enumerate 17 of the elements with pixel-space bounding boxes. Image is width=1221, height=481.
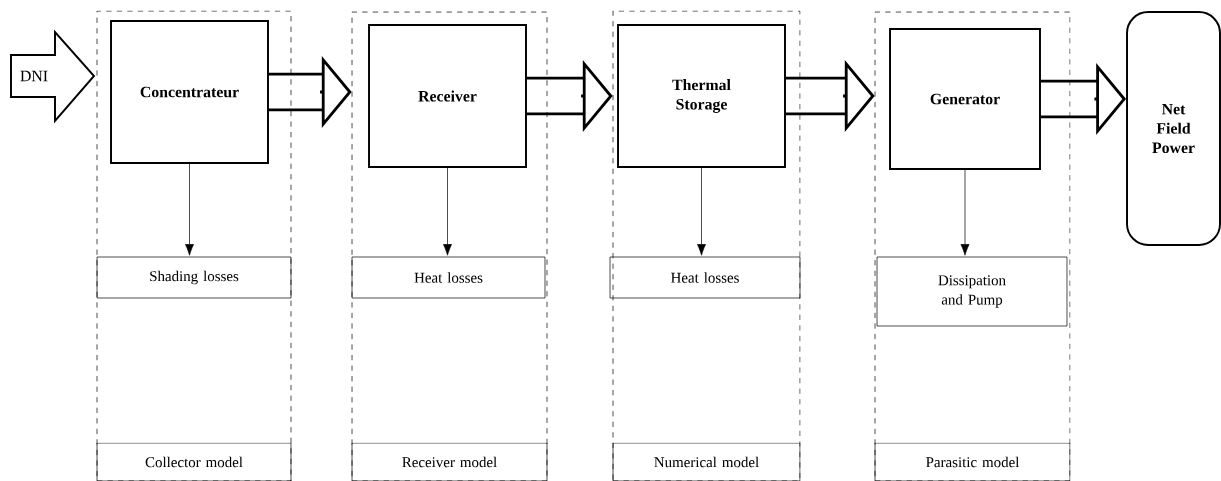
arrow: [443, 167, 452, 256]
output-box: Net Field Power: [1126, 11, 1221, 246]
model-label-box: Numerical model: [612, 442, 801, 481]
arrow: [697, 167, 706, 256]
arrow: [960, 169, 970, 256]
process-box: Thermal Storage: [617, 24, 786, 168]
loss-box: Heat losses: [351, 256, 546, 299]
process-box: Receiver: [368, 24, 527, 168]
arrow: [185, 163, 194, 256]
model-label-box: Parasitic model: [874, 442, 1071, 481]
loss-box: Heat losses: [609, 256, 801, 299]
model-label-box: Receiver model: [351, 442, 548, 481]
loss-box: Dissipation and Pump: [876, 256, 1068, 327]
process-box: Concentrateur: [110, 20, 269, 164]
model-label-box: Collector model: [96, 442, 292, 481]
loss-box: Shading losses: [96, 256, 292, 299]
process-box: Generator: [889, 28, 1041, 170]
